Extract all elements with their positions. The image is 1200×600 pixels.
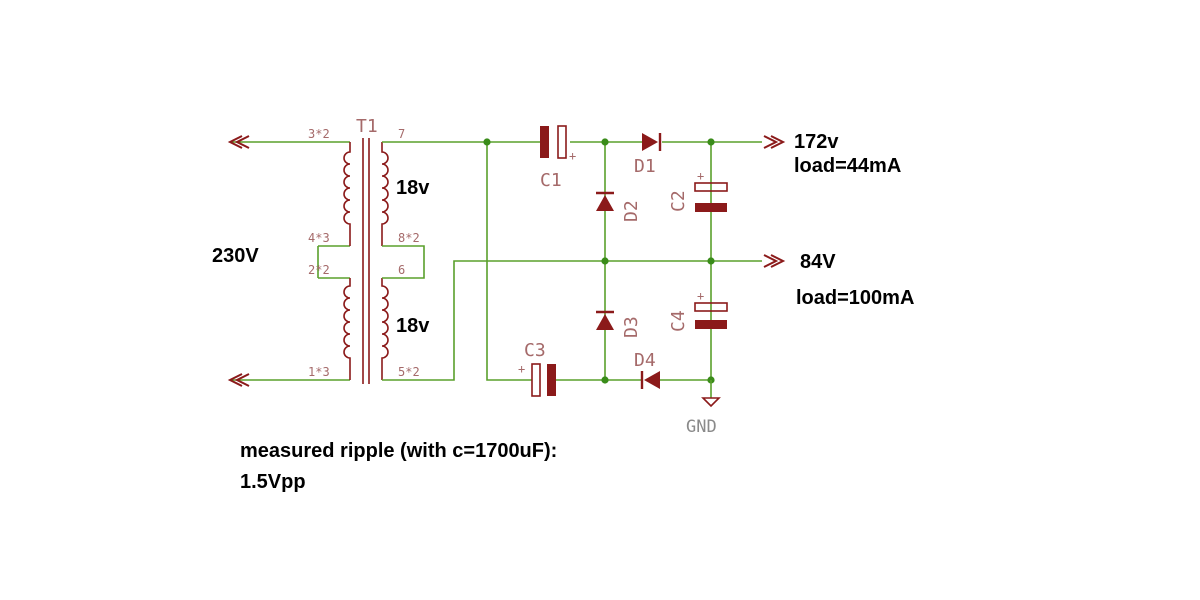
pin-8: 8*2 [398,231,420,245]
ripple-note-line2: 1.5Vpp [240,471,306,493]
output-mid-load: load=100mA [796,287,914,309]
diode-d3: D3 [596,310,642,338]
ripple-note-line1: measured ripple (with c=1700uF): [240,440,557,462]
diode-d1: D1 [634,133,662,177]
c1-plus: + [569,149,576,163]
output-arrow-high [763,135,786,149]
capacitor-c4: + C4 [668,289,728,332]
capacitor-c1: + C1 [540,125,576,191]
primary-input-top [227,135,350,149]
secondary-bottom-voltage: 18v [396,315,430,337]
pin-6: 6 [398,263,405,277]
transformer-t1: T1 3*2 4*3 2*2 1*3 7 8*2 6 5*2 [308,116,420,384]
c3-plus: + [518,362,525,376]
pin-1: 1*3 [308,365,330,379]
output-high-voltage: 172v [794,131,839,153]
output-arrow-mid [763,254,786,268]
pin-4: 4*3 [308,231,330,245]
capacitor-c3: + C3 [518,340,556,397]
diode-d2: D2 [596,191,642,222]
c1-label: C1 [540,170,562,191]
d1-label: D1 [634,156,656,177]
primary-input-bottom [227,373,350,387]
pin-3: 3*2 [308,127,330,141]
output-mid-voltage: 84V [800,251,836,273]
c2-plus: + [697,169,704,183]
gnd-label: GND [686,417,717,437]
capacitor-c2: + C2 [668,169,728,212]
pin-2: 2*2 [308,263,330,277]
wire-c3-feed [486,142,532,381]
junctions [483,138,715,384]
c2-label: C2 [668,190,689,212]
output-high-load: load=44mA [794,155,901,177]
secondary-top-voltage: 18v [396,177,430,199]
ground-symbol: GND [686,380,721,437]
c4-plus: + [697,289,704,303]
t1-label: T1 [356,116,378,137]
pin-5: 5*2 [398,365,420,379]
wire-pin8-6-link [382,245,425,279]
pin-7: 7 [398,127,405,141]
d3-label: D3 [621,316,642,338]
diode-d4: D4 [634,350,660,389]
d4-label: D4 [634,350,656,371]
c3-label: C3 [524,340,546,361]
c4-label: C4 [668,310,689,332]
d2-label: D2 [621,200,642,222]
input-voltage-label: 230V [212,245,259,267]
